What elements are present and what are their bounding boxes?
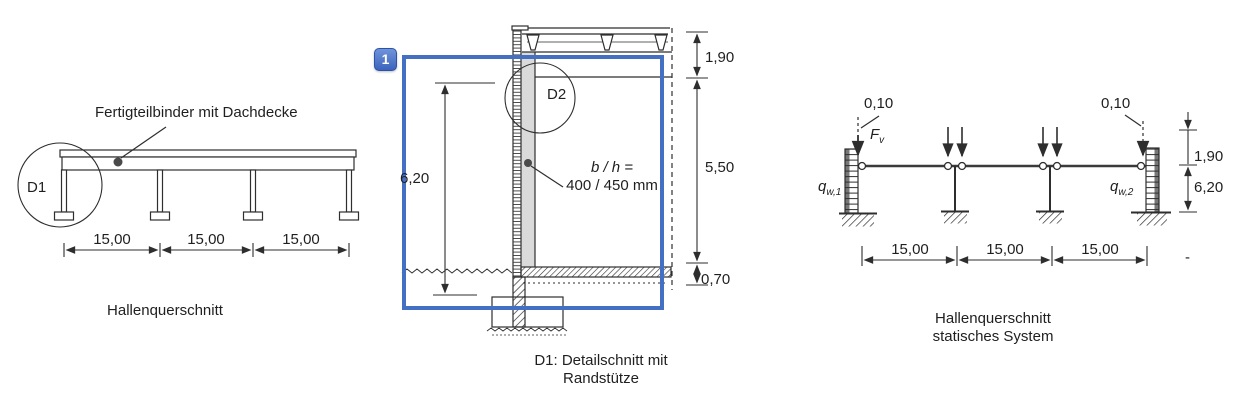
- right-span-dim-2: 15,00: [986, 241, 1024, 258]
- detail-circle-d1: [17, 142, 103, 228]
- right-dimension-chain: [861, 246, 1148, 266]
- column-size-leader: [524, 159, 564, 188]
- left-span-dim-3: 15,00: [282, 231, 320, 248]
- vertical-force-left: [851, 115, 880, 157]
- annotation-box: [402, 55, 664, 310]
- left-span-dim-2: 15,00: [187, 231, 225, 248]
- floor-slab: [520, 266, 672, 284]
- wind-load-right-label: qw,2: [1110, 178, 1134, 198]
- left-wall-wind-load: [839, 148, 877, 227]
- eccentricity-right: 0,10: [1101, 95, 1131, 112]
- wind-load-left-label: qw,1: [818, 178, 842, 198]
- middle-dim-bottom: 0,70: [701, 271, 731, 288]
- middle-dim-mid: 5,50: [705, 159, 735, 176]
- callout-leader: [113, 126, 167, 167]
- point-load-arrows: [942, 127, 1063, 158]
- detail-label-d2: D2: [547, 86, 567, 103]
- right-span-dim-3: 15,00: [1081, 241, 1119, 258]
- right-dim-bottom: 6,20: [1194, 179, 1224, 196]
- right-span-dim-1: 15,00: [891, 241, 929, 258]
- right-dim-top: 1,90: [1194, 148, 1224, 165]
- force-fv-label: Fv: [870, 126, 885, 146]
- middle-dim-top: 1,90: [705, 49, 735, 66]
- right-wall-wind-load: [1131, 147, 1171, 226]
- middle-right-dimensions: [686, 31, 708, 286]
- left-span-dim-1: 15,00: [93, 231, 131, 248]
- column-size-note: b / h =400 / 450 mm: [566, 159, 658, 195]
- middle-height-dim: 6,20: [400, 170, 430, 187]
- stray-mark: -: [1185, 249, 1190, 266]
- detail-label-d1: D1: [27, 179, 47, 196]
- roof-binder-callout: Fertigteilbinder mit Dachdecke: [95, 104, 298, 121]
- annotation-marker-1[interactable]: 1: [374, 48, 397, 71]
- static-system-drawing: [839, 112, 1197, 266]
- right-height-dimensions: [1179, 112, 1197, 213]
- detail-section-drawing: [401, 25, 708, 336]
- hall-cross-section-drawing: [17, 126, 360, 257]
- detail-circle-d2: [504, 62, 576, 134]
- vertical-force-right: [1124, 114, 1150, 157]
- left-caption: Hallenquerschnitt: [107, 302, 223, 319]
- eccentricity-left: 0,10: [864, 95, 894, 112]
- interior-columns: [941, 166, 1064, 224]
- left-dimension-chain: [63, 243, 350, 257]
- foundation: [486, 276, 568, 336]
- height-dimension: [433, 82, 495, 296]
- hinges: [857, 161, 1146, 171]
